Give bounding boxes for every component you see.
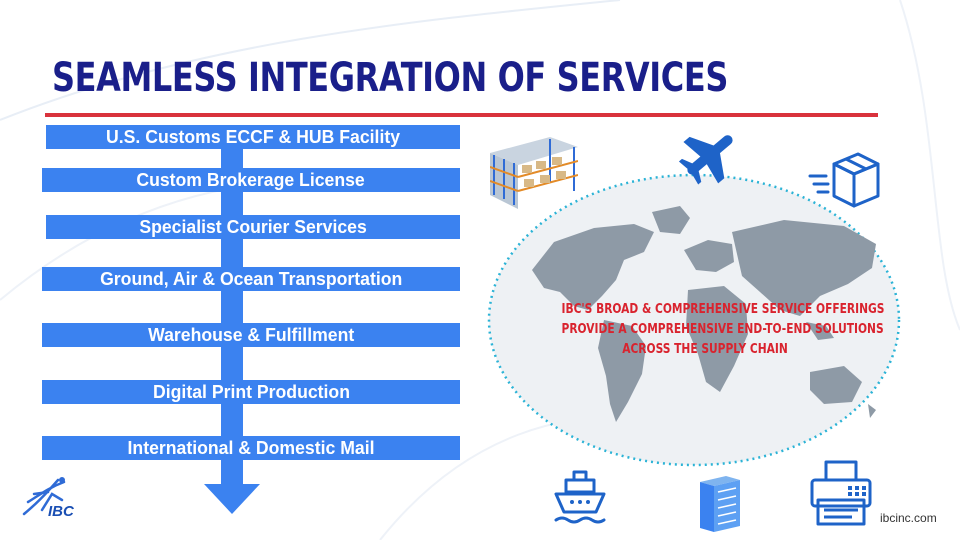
world-map bbox=[487, 173, 901, 467]
delivery-box-icon bbox=[808, 152, 880, 208]
service-label: International & Domestic Mail bbox=[127, 437, 375, 458]
service-customs-eccf: U.S. Customs ECCF & HUB Facility bbox=[46, 125, 460, 149]
service-mail: International & Domestic Mail bbox=[42, 436, 460, 460]
website-url: ibcinc.com bbox=[880, 511, 937, 525]
logo-text: IBC bbox=[48, 503, 74, 520]
server-rack-icon bbox=[700, 476, 740, 532]
title-underline bbox=[45, 113, 878, 117]
tagline-line-3: ACROSS THE SUPPLY CHAIN bbox=[622, 342, 788, 357]
printer-fax-icon bbox=[810, 460, 872, 526]
service-label: Digital Print Production bbox=[152, 381, 350, 402]
page-title: SEAMLESS INTEGRATION OF SERVICES bbox=[52, 55, 728, 101]
service-label: Ground, Air & Ocean Transportation bbox=[99, 268, 403, 289]
tagline-line-1: IBC'S BROAD & COMPREHENSIVE SERVICE OFFE… bbox=[561, 302, 885, 317]
service-brokerage: Custom Brokerage License bbox=[42, 168, 460, 192]
service-warehouse: Warehouse & Fulfillment bbox=[42, 323, 460, 347]
service-label: Custom Brokerage License bbox=[136, 169, 366, 190]
service-digital-print: Digital Print Production bbox=[42, 380, 460, 404]
warehouse-racks-icon bbox=[490, 137, 578, 209]
service-courier: Specialist Courier Services bbox=[46, 215, 460, 239]
service-label: Specialist Courier Services bbox=[139, 216, 367, 237]
service-label: U.S. Customs ECCF & HUB Facility bbox=[105, 126, 401, 147]
flow-arrow-head bbox=[204, 484, 260, 514]
tagline-line-2: PROVIDE A COMPREHENSIVE END-TO-END SOLUT… bbox=[561, 322, 884, 337]
service-label: Warehouse & Fulfillment bbox=[147, 324, 355, 345]
ibc-runner-logo bbox=[22, 477, 66, 516]
airplane-icon bbox=[678, 135, 733, 185]
tagline: IBC'S BROAD & COMPREHENSIVE SERVICE OFFE… bbox=[561, 300, 885, 360]
ship-icon bbox=[554, 470, 606, 524]
service-transportation: Ground, Air & Ocean Transportation bbox=[42, 267, 460, 291]
